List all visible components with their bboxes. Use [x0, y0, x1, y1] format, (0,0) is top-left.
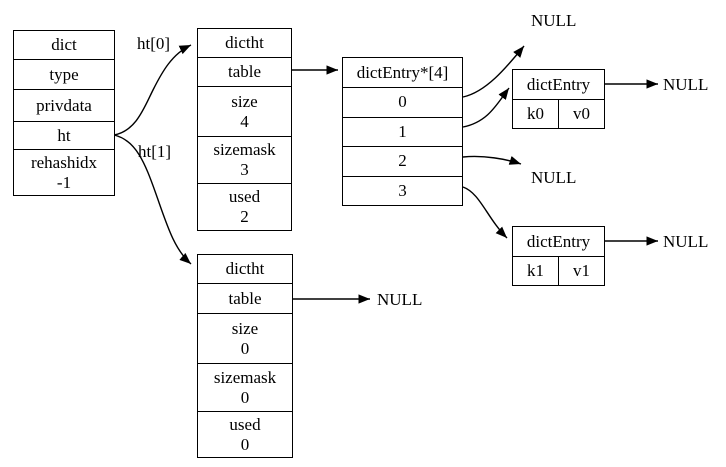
- row-value: 4: [240, 111, 249, 131]
- row-label: dictEntry: [526, 74, 591, 94]
- dictht1-row-sizemask: sizemask 0: [198, 363, 292, 411]
- dictht0-row-size: size 4: [198, 86, 291, 136]
- entry0-kv-row: k0 v0: [513, 99, 604, 128]
- dictht1-row-used: used 0: [198, 411, 292, 457]
- row-label: table: [228, 288, 262, 308]
- entry0-key: k0: [527, 104, 544, 123]
- dictht1-box: dictht table size 0 sizemask 0 used 0: [197, 254, 293, 458]
- slot-index: 3: [398, 180, 407, 200]
- row-label: type: [49, 64, 79, 84]
- dictht0-row-title: dictht: [198, 29, 291, 57]
- entry0-value: v0: [558, 100, 604, 128]
- dictht1-row-size: size 0: [198, 313, 292, 363]
- row-value: 2: [240, 207, 249, 226]
- edge-label-ht1: ht[1]: [138, 142, 172, 161]
- bucket-slot-0: 0: [343, 87, 462, 117]
- row-label: dictht: [225, 259, 265, 278]
- dict-row-type: type: [14, 59, 114, 89]
- entry1-box: dictEntry k1 v1: [512, 226, 605, 286]
- row-label: size: [231, 91, 258, 111]
- dictht0-row-table: table: [198, 57, 291, 86]
- slot-index: 2: [398, 151, 407, 171]
- null-label-entry0-next: NULL: [663, 75, 709, 94]
- entry0-header: dictEntry: [513, 70, 604, 99]
- bucket-slot-2: 2: [343, 146, 462, 176]
- dict-row-privdata: privdata: [14, 89, 114, 121]
- arrow-slot1-to-entry0: [462, 87, 510, 128]
- bucket-slot-1: 1: [343, 116, 462, 147]
- row-value: 3: [240, 160, 249, 179]
- bucket-array-box: dictEntry*[4] 0 1 2 3: [342, 57, 463, 206]
- dictht1-row-table: table: [198, 283, 292, 313]
- dictht0-row-sizemask: sizemask 3: [198, 136, 291, 183]
- dictht0-box: dictht table size 4 sizemask 3 used 2: [197, 28, 292, 231]
- null-label-table1: NULL: [377, 290, 423, 309]
- row-value: 0: [240, 434, 250, 454]
- row-label: sizemask: [213, 140, 276, 159]
- arrow-slot2-to-null: [462, 155, 522, 165]
- row-label: dictEntry: [526, 231, 591, 251]
- entry1-header: dictEntry: [513, 227, 604, 256]
- row-label: sizemask: [213, 367, 277, 387]
- row-label: ht: [57, 125, 71, 145]
- null-label-slot2: NULL: [531, 168, 577, 187]
- row-label: rehashidx: [30, 152, 98, 172]
- arrow-ht1-to-dictht1: [113, 134, 192, 265]
- dict-box: dict type privdata ht rehashidx -1: [13, 30, 115, 196]
- edge-label-ht0: ht[0]: [137, 34, 171, 53]
- null-label-slot0: NULL: [531, 11, 577, 30]
- row-label: table: [227, 62, 262, 81]
- bucket-array-header: dictEntry*[4]: [343, 58, 462, 87]
- dictht1-row-title: dictht: [198, 255, 292, 283]
- arrow-slot0-to-null: [462, 45, 525, 98]
- row-label: size: [231, 318, 259, 338]
- dict-row-ht: ht: [14, 121, 114, 149]
- arrow-ht0-to-dictht0: [113, 44, 192, 136]
- row-label: privdata: [36, 95, 92, 115]
- arrow-slot3-to-entry1: [462, 186, 508, 239]
- slot-index: 1: [398, 121, 407, 141]
- row-value: 0: [240, 338, 250, 358]
- row-label: dictEntry*[4]: [356, 62, 449, 82]
- entry1-kv-row: k1 v1: [513, 256, 604, 285]
- row-value: -1: [56, 172, 72, 192]
- row-label: used: [229, 414, 261, 434]
- entry1-value: v1: [558, 257, 604, 285]
- dictht0-row-used: used 2: [198, 183, 291, 230]
- slot-index: 0: [398, 92, 407, 112]
- entry0-box: dictEntry k0 v0: [512, 69, 605, 129]
- dict-row-dict: dict: [14, 31, 114, 59]
- row-label: dict: [51, 35, 77, 54]
- bucket-slot-3: 3: [343, 175, 462, 206]
- dict-row-rehashidx: rehashidx -1: [14, 149, 114, 195]
- row-label: dictht: [225, 33, 264, 52]
- entry1-key: k1: [527, 261, 544, 280]
- row-label: used: [228, 187, 261, 206]
- null-label-entry1-next: NULL: [663, 232, 709, 251]
- row-value: 0: [240, 387, 250, 407]
